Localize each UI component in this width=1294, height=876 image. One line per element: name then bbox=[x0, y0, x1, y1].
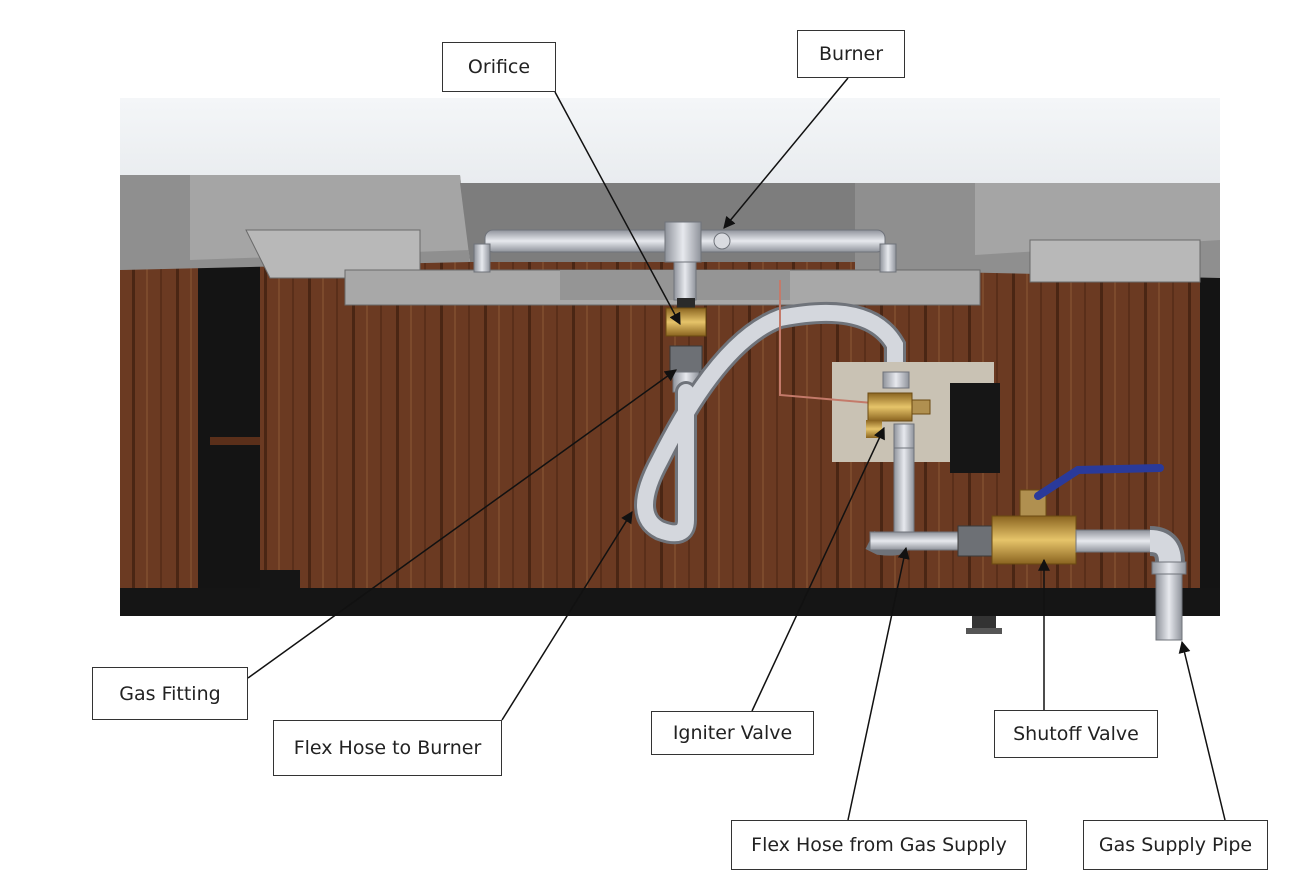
leader-lines bbox=[247, 77, 1226, 821]
concrete-cap bbox=[120, 175, 1220, 306]
leader-igniter-valve bbox=[751, 426, 885, 712]
label-orifice: Orifice bbox=[442, 42, 556, 92]
leader-gas-fitting bbox=[247, 369, 677, 679]
label-flex-hose-to-burner: Flex Hose to Burner bbox=[273, 720, 502, 776]
leader-orifice bbox=[554, 91, 681, 326]
leader-gas-supply-pipe bbox=[1178, 640, 1226, 821]
label-gas-supply-pipe: Gas Supply Pipe bbox=[1083, 820, 1268, 870]
base-frame bbox=[120, 570, 1220, 634]
igniter-valve bbox=[779, 280, 1000, 473]
shutoff-valve bbox=[991, 464, 1164, 565]
flex-hose-from-gas-supply bbox=[865, 447, 993, 557]
leader-flex-hose-from-gas-supply bbox=[847, 546, 910, 821]
burner-assembly bbox=[473, 221, 897, 301]
leader-burner bbox=[723, 77, 849, 229]
label-shutoff-valve: Shutoff Valve bbox=[994, 710, 1158, 758]
label-burner: Burner bbox=[797, 30, 905, 78]
label-gas-fitting: Gas Fitting bbox=[92, 667, 248, 720]
label-igniter-valve: Igniter Valve bbox=[651, 711, 814, 755]
leader-flex-hose-to-burner bbox=[501, 510, 633, 721]
gas-supply-pipe bbox=[1075, 526, 1187, 641]
label-flex-hose-from-gas-supply: Flex Hose from Gas Supply bbox=[731, 820, 1027, 870]
flex-hose-to-burner bbox=[634, 301, 906, 545]
